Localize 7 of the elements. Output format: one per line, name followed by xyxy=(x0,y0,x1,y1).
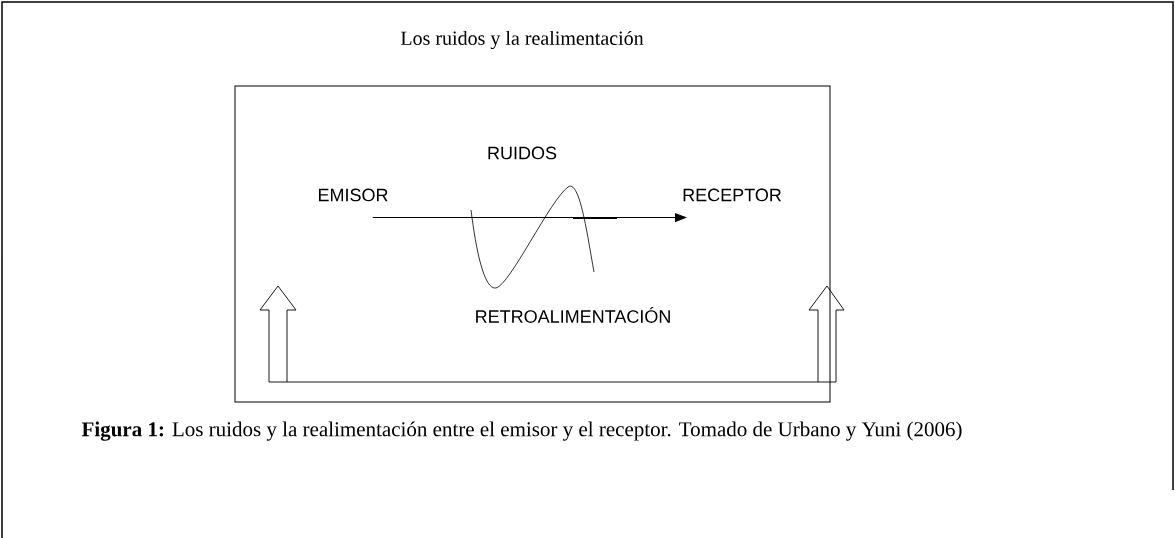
text-label: RETROALIMENTACIÓN xyxy=(476,307,670,323)
title: Los ruidos y la realimentación xyxy=(400,30,644,50)
node-label: EMISOR xyxy=(318,188,388,202)
caption: Figura 1: Los ruidos y la realimentación entre el emisor y el receptor. Tomado de Urbano y Yuni (2006) xyxy=(81,421,962,441)
text-label: RUIDOS xyxy=(488,146,557,160)
node-label: RECEPTOR xyxy=(683,188,781,202)
arrow xyxy=(372,213,687,222)
